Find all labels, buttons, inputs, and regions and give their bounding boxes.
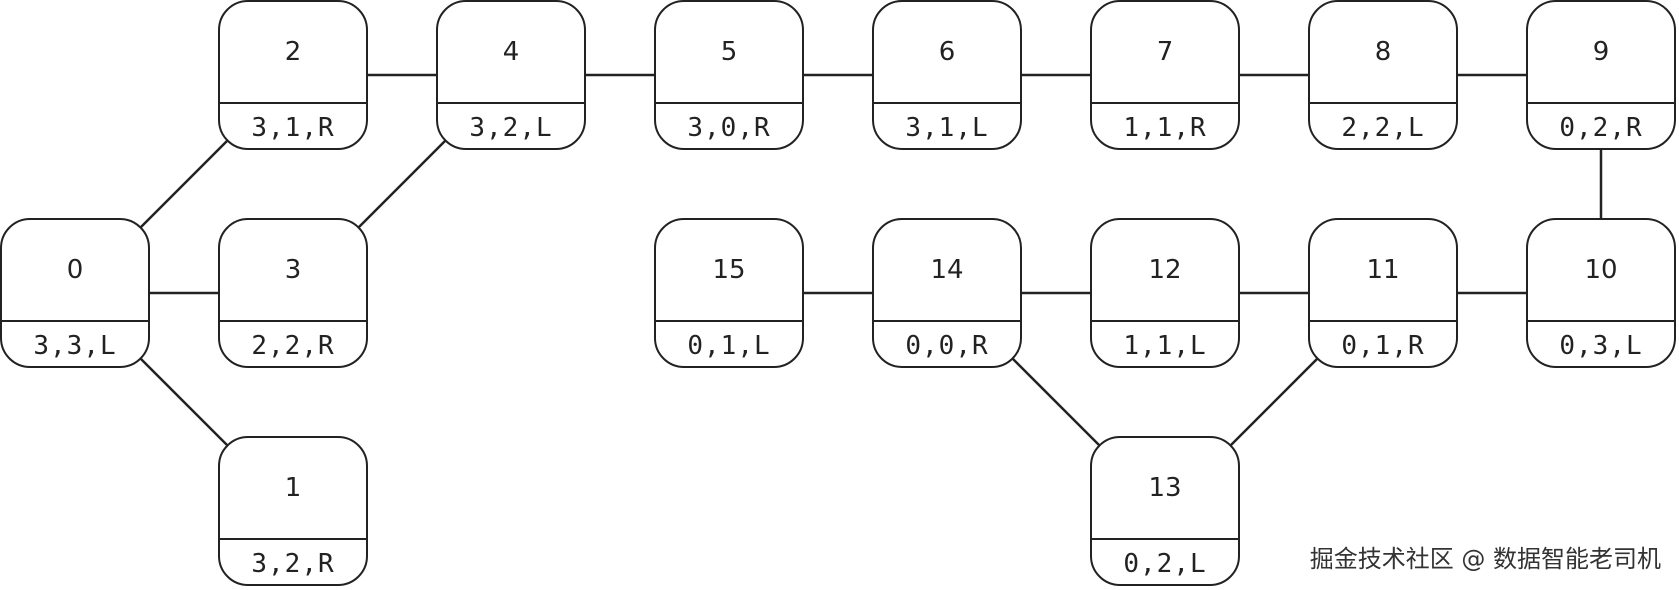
node-state: 3,2,R: [220, 538, 366, 584]
node-11: 11 0,1,R: [1308, 218, 1458, 368]
node-id: 4: [502, 37, 520, 67]
node-state: 3,1,L: [874, 102, 1020, 148]
node-state: 0,3,L: [1528, 320, 1674, 366]
node-9: 9 0,2,R: [1526, 0, 1676, 150]
node-id: 11: [1366, 255, 1400, 285]
node-state: 2,2,L: [1310, 102, 1456, 148]
node-id: 13: [1148, 473, 1182, 503]
node-state: 1,1,R: [1092, 102, 1238, 148]
node-15: 15 0,1,L: [654, 218, 804, 368]
node-id: 0: [66, 255, 84, 285]
node-10: 10 0,3,L: [1526, 218, 1676, 368]
node-1: 1 3,2,R: [218, 436, 368, 586]
node-state: 3,0,R: [656, 102, 802, 148]
node-state: 0,2,L: [1092, 538, 1238, 584]
watermark: 掘金技术社区 @ 数据智能老司机: [1303, 537, 1667, 576]
node-state: 0,2,R: [1528, 102, 1674, 148]
node-id: 5: [720, 37, 738, 67]
node-state: 3,3,L: [2, 320, 148, 366]
node-id: 15: [712, 255, 746, 285]
node-0: 0 3,3,L: [0, 218, 150, 368]
node-7: 7 1,1,R: [1090, 0, 1240, 150]
node-id: 8: [1374, 37, 1392, 67]
node-6: 6 3,1,L: [872, 0, 1022, 150]
node-state: 0,0,R: [874, 320, 1020, 366]
node-state: 0,1,L: [656, 320, 802, 366]
node-id: 3: [284, 255, 302, 285]
node-2: 2 3,1,R: [218, 0, 368, 150]
node-id: 12: [1148, 255, 1182, 285]
node-3: 3 2,2,R: [218, 218, 368, 368]
node-id: 1: [284, 473, 302, 503]
node-state: 1,1,L: [1092, 320, 1238, 366]
node-8: 8 2,2,L: [1308, 0, 1458, 150]
node-id: 14: [930, 255, 964, 285]
node-id: 2: [284, 37, 302, 67]
node-state: 3,2,L: [438, 102, 584, 148]
node-5: 5 3,0,R: [654, 0, 804, 150]
node-12: 12 1,1,L: [1090, 218, 1240, 368]
node-id: 7: [1156, 37, 1174, 67]
node-state: 3,1,R: [220, 102, 366, 148]
node-4: 4 3,2,L: [436, 0, 586, 150]
node-id: 9: [1592, 37, 1610, 67]
node-id: 6: [938, 37, 956, 67]
node-14: 14 0,0,R: [872, 218, 1022, 368]
node-state: 2,2,R: [220, 320, 366, 366]
node-id: 10: [1584, 255, 1618, 285]
node-state: 0,1,R: [1310, 320, 1456, 366]
node-13: 13 0,2,L: [1090, 436, 1240, 586]
